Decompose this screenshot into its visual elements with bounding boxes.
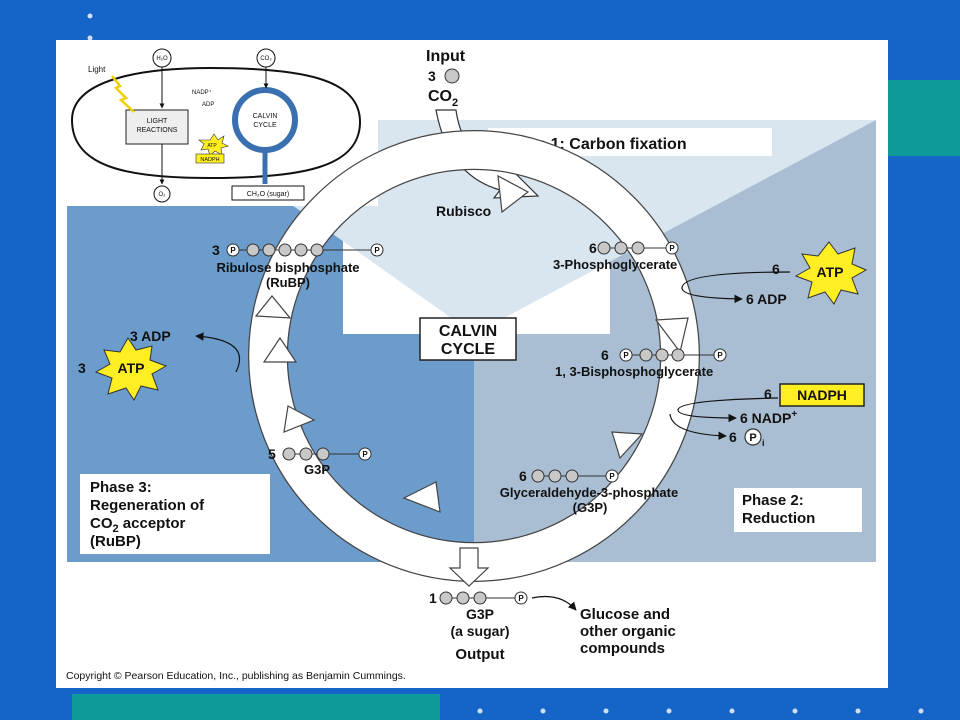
output-title: Output [455,646,504,663]
inset-nadph-badge [195,153,225,164]
phase3-line1: Phase 3: [90,479,152,496]
atp3-product: 3 ADP [130,328,171,344]
svg-text:P: P [623,351,629,360]
co2-molecule-icon [444,68,460,84]
svg-text:P: P [609,472,615,481]
g3p5-name: G3P [304,462,330,477]
g3p-name: Glyceraldehyde-3-phosphate [500,485,678,500]
atp6-count: 6 [772,261,780,277]
g3p-output-molecule: 1 P [429,590,528,606]
svg-text:1: 1 [429,590,437,606]
nadph6-product: 6 NADP+ [740,409,797,426]
phase2-label-box [734,488,862,532]
calvin-cycle-line1: CALVIN [439,323,497,340]
rubp-abbr: (RuBP) [266,275,310,290]
inset-calvin-cycle-ring [232,87,298,153]
svg-text:ADP: ADP [202,102,214,108]
glucose-arrow [531,595,577,611]
inset-sugar-box [231,185,305,201]
svg-text:CALVIN: CALVIN [253,113,278,120]
atp6-label: ATP [817,264,844,280]
nadph6-badge [779,383,865,407]
phase3-label-box [80,474,270,554]
pi-phosphate-icon [744,428,762,446]
svg-text:P: P [230,246,236,255]
svg-text:CYCLE: CYCLE [253,122,277,129]
input-title: Input [426,48,466,65]
phase3-line3: CO2 acceptor [90,515,185,535]
input-count: 3 [428,68,436,84]
svg-text:LIGHT: LIGHT [147,118,168,125]
output-arrow [448,547,490,587]
pga-molecule: 6 P [589,240,679,256]
g3p-molecule: 6 P [519,468,619,484]
svg-text:5: 5 [268,446,276,462]
phase2-line2: Reduction [742,510,815,527]
rubp-name: Ribulose bisphosphate [216,260,359,275]
atp6-arrow [681,271,791,304]
g3p-abbr: (G3P) [573,500,608,515]
rubp-molecule: 3 P P [212,242,384,258]
nadph6-count: 6 [764,386,772,402]
svg-text:CH₂O (sugar): CH₂O (sugar) [247,191,289,198]
decorative-dots [87,13,924,714]
g3p-output-name: G3P [466,606,494,622]
copyright-text: Copyright © Pearson Education, Inc., pub… [66,670,406,682]
svg-text:P: P [717,351,723,360]
svg-text:NADPH: NADPH [200,157,219,163]
svg-text:6: 6 [589,240,597,256]
nadph6-arrow [677,397,779,423]
lightning-icon [111,75,135,113]
atp6-badge [794,241,868,305]
inset-o2-molecule [153,185,171,203]
svg-text:NADP⁺: NADP⁺ [192,89,212,96]
svg-text:REACTIONS: REACTIONS [137,127,178,134]
svg-text:P: P [374,246,380,255]
phase3-line2: Regeneration of [90,497,205,514]
pi-sub: i [762,438,765,448]
calvin-cycle-line2: CYCLE [441,341,496,358]
g3p5-molecule: 5 P [268,446,372,462]
light-reactions-box [125,109,189,145]
teal-accent-right [888,80,960,156]
atp3-arrow [195,332,241,373]
phase3-line4: (RuBP) [90,533,141,550]
bpg-name: 1, 3-Bisphosphoglycerate [555,364,713,379]
svg-text:ATP: ATP [207,143,217,149]
svg-text:P: P [669,244,675,253]
svg-text:3: 3 [212,242,220,258]
atp3-label: ATP [118,360,145,376]
atp3-badge [94,337,168,401]
atp3-count: 3 [78,360,86,376]
svg-text:Light: Light [88,65,106,74]
input-molecule: CO2 [428,88,458,109]
glucose-line3: compounds [580,640,665,657]
svg-text:P: P [518,594,524,603]
svg-text:P: P [362,450,368,459]
svg-text:P: P [749,432,756,444]
teal-accent-bottom [72,694,440,720]
svg-text:O₂: O₂ [159,192,167,198]
bpg-molecule: 6 P P [601,347,727,363]
nadph6-label: NADPH [797,387,847,403]
svg-text:CO₂: CO₂ [260,56,272,62]
g3p-output-note: (a sugar) [450,623,509,639]
svg-text:6: 6 [601,347,609,363]
chloroplast-inset: LIGHT REACTIONS CALVIN CYCLE Light H₂O C… [64,46,378,206]
pi-count: 6 [729,429,737,445]
calvin-cycle-center-box [419,317,517,361]
pga-name: 3-Phosphoglycerate [553,257,677,272]
svg-text:6: 6 [519,468,527,484]
glucose-line2: other organic [580,623,676,640]
phase2-line1: Phase 2: [742,492,804,509]
rubisco-label: Rubisco [436,203,491,219]
svg-text:H₂O: H₂O [156,56,168,62]
glucose-line1: Glucose and [580,606,670,623]
pi-arrow [669,413,727,440]
atp6-product: 6 ADP [746,291,787,307]
